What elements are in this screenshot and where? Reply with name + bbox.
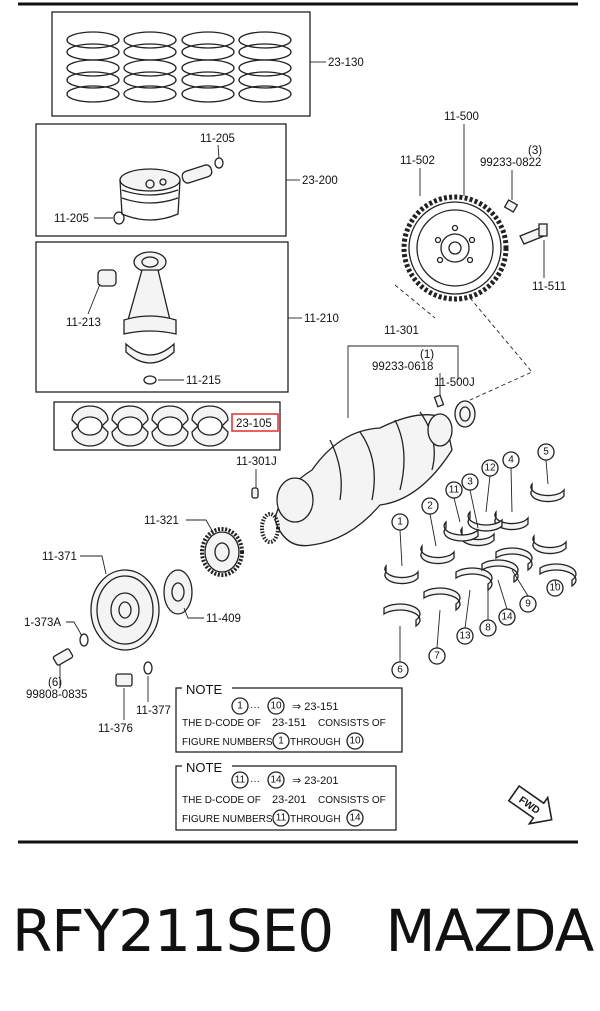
alignment-dashed-line — [394, 284, 533, 401]
ring-stack — [66, 31, 292, 103]
note-1-range-to: 10 — [270, 701, 282, 712]
footer-brand: MAZDA — [385, 897, 594, 965]
note-2-line1-code: 23-201 — [272, 794, 306, 806]
connecting-rod-group: 11-213 11-210 11-215 — [35, 241, 339, 393]
crank-pulley-group: 11-371 1-373A (6) 99808-0835 11-376 11-3… — [24, 551, 241, 735]
bearing-num-1: 1 — [397, 517, 403, 528]
note-box-1: NOTE 1 ··· 10 ⇒ 23-151 THE D-CODE OF 23-… — [175, 681, 403, 753]
note-1-range-from: 1 — [237, 701, 243, 712]
bearing-num-3: 3 — [467, 477, 473, 488]
connecting-rod-box — [35, 241, 289, 393]
bearing-num-5: 5 — [543, 447, 549, 458]
highlight-23-105 — [231, 413, 279, 432]
note-2-line1-suffix: CONSISTS OF — [318, 795, 386, 806]
parts-diagram: 23-130 11-205 11-205 23-200 — [18, 2, 578, 844]
label-qty-6: (6) — [48, 677, 62, 689]
label-11-376: 11-376 — [98, 723, 133, 735]
note-2-range-from: 11 — [235, 775, 246, 786]
piston-drawing — [113, 157, 224, 225]
label-11-502: 11-502 — [400, 155, 435, 167]
note-1-title: NOTE — [186, 682, 222, 697]
note-1-line1-suffix: CONSISTS OF — [318, 718, 386, 729]
piston-rings-group: 23-130 — [51, 11, 364, 117]
label-1-373A: 1-373A — [24, 617, 61, 629]
bearing-num-11: 11 — [449, 485, 460, 496]
note-1-dots: ··· — [250, 702, 260, 713]
crank-sprocket-group: 11-321 — [144, 515, 244, 577]
footer-part-number: RFY211SE0 — [12, 897, 334, 965]
note-2-range-to: 14 — [270, 775, 282, 786]
bearing-num-2: 2 — [427, 501, 433, 512]
label-11-215: 11-215 — [186, 375, 221, 387]
label-11-409: 11-409 — [206, 613, 241, 625]
label-99808-0835: 99808-0835 — [26, 689, 87, 701]
piston-group: 11-205 11-205 23-200 — [35, 123, 338, 237]
label-11-301: 11-301 — [384, 325, 419, 337]
bearing-num-13: 13 — [459, 631, 471, 642]
note-2-line2-prefix: FIGURE NUMBERS — [182, 814, 273, 825]
bearing-num-4: 4 — [508, 455, 514, 466]
bearing-num-14: 14 — [501, 612, 513, 623]
note-1-line1-prefix: THE D-CODE OF — [182, 718, 261, 729]
bearing-num-8: 8 — [485, 623, 491, 634]
note-2-line2-through: THROUGH — [290, 814, 341, 825]
label-qty-3: (3) — [528, 145, 542, 157]
note-2-line2-from: 11 — [276, 813, 287, 824]
label-11-210: 11-210 — [304, 313, 339, 325]
note-1-line1-code: 23-151 — [272, 717, 306, 729]
fwd-arrow-icon: FWD — [507, 784, 553, 825]
main-bearings-group: 1 2 3 4 5 6 7 8 9 10 11 12 13 14 — [383, 443, 577, 679]
bearing-num-9: 9 — [525, 599, 531, 610]
label-23-200: 23-200 — [302, 175, 338, 187]
bearing-num-10: 10 — [549, 583, 561, 594]
conrod-bearings-group: 23-105 — [53, 401, 281, 451]
note-1-line2-through: THROUGH — [290, 737, 341, 748]
label-23-130: 23-130 — [328, 57, 364, 69]
note-2-line2-to: 14 — [349, 813, 361, 824]
conrod-bearings-box — [53, 401, 281, 451]
label-11-321: 11-321 — [144, 515, 179, 527]
note-1-line2-from: 1 — [278, 736, 284, 747]
crankshaft-group: 11-301 (1) 99233-0618 11-500J 11-301J — [236, 325, 476, 547]
label-99233-0822: 99233-0822 — [480, 157, 541, 169]
label-11-213: 11-213 — [66, 317, 101, 329]
label-11-205-left: 11-205 — [54, 213, 89, 225]
label-11-500: 11-500 — [444, 111, 479, 123]
label-11-511: 11-511 — [532, 281, 566, 293]
footer-caption: RFY211SE0 MAZDA — [12, 888, 594, 974]
footer: RFY211SE0 MAZDA — [0, 888, 600, 978]
note-1-line2-prefix: FIGURE NUMBERS — [182, 737, 273, 748]
note-2-dots: ··· — [250, 776, 260, 787]
bearing-num-7: 7 — [434, 651, 440, 662]
note-box-2: NOTE 11 ··· 14 ⇒ 23-201 THE D-CODE OF 23… — [175, 759, 397, 831]
label-23-105: 23-105 — [236, 418, 272, 430]
label-11-377: 11-377 — [136, 705, 171, 717]
connecting-rod-drawing — [97, 251, 177, 385]
note-2-line1-prefix: THE D-CODE OF — [182, 795, 261, 806]
label-99233-0618: 99233-0618 — [372, 361, 433, 373]
label-qty-1: (1) — [420, 349, 434, 361]
label-11-371: 11-371 — [42, 551, 77, 563]
note-1-arrow-code: ⇒ 23-151 — [292, 701, 339, 713]
label-11-205-top: 11-205 — [200, 133, 235, 145]
note-2-title: NOTE — [186, 760, 222, 775]
bearing-num-6: 6 — [397, 665, 403, 676]
label-11-301J: 11-301J — [236, 456, 277, 468]
bearing-number-callouts: 1 2 3 4 5 6 7 8 9 10 11 12 13 14 — [391, 443, 564, 679]
note-1-line2-to: 10 — [349, 736, 361, 747]
bearing-num-12: 12 — [484, 463, 496, 474]
crank-gear — [260, 512, 280, 544]
piston-rings-box — [51, 11, 311, 117]
flywheel-group: 11-500 11-502 (3) 99233-0822 11-511 — [400, 111, 566, 302]
label-11-500J: 11-500J — [434, 377, 475, 389]
note-2-arrow-code: ⇒ 23-201 — [292, 775, 339, 787]
